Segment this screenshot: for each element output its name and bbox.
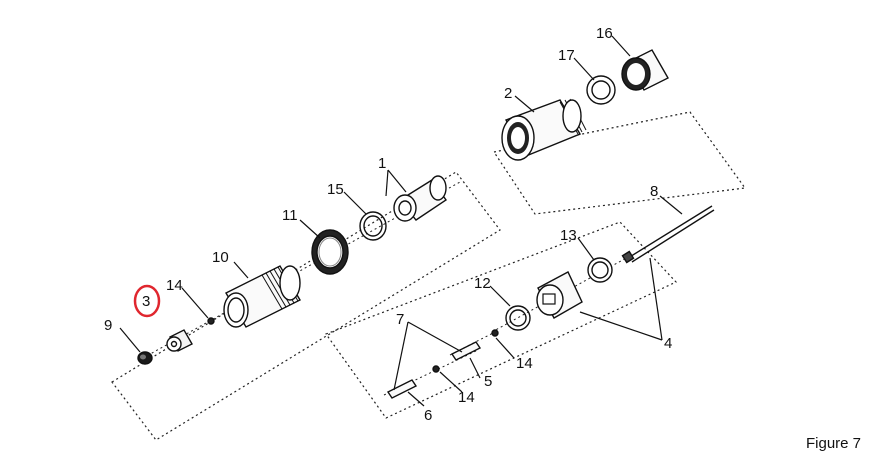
callout-14-left: 14 bbox=[166, 277, 183, 294]
callout-4: 4 bbox=[664, 335, 672, 352]
highlight-circle-3 bbox=[133, 284, 161, 318]
part-5-pin bbox=[450, 341, 482, 361]
group-outline-upper-right bbox=[493, 111, 747, 215]
callout-11: 11 bbox=[282, 207, 298, 224]
part-1-nozzle-body bbox=[393, 175, 447, 222]
part-16-cap bbox=[621, 49, 669, 91]
part-6-pin bbox=[386, 379, 418, 399]
callout-14-bottom: 14 bbox=[458, 389, 475, 406]
part-9-nut bbox=[137, 351, 153, 365]
callout-5: 5 bbox=[484, 373, 492, 390]
part-2-large-threaded-sleeve bbox=[501, 98, 587, 161]
callout-10: 10 bbox=[212, 249, 229, 266]
callout-6: 6 bbox=[424, 407, 432, 424]
callout-17: 17 bbox=[558, 47, 575, 64]
part-17-washer bbox=[586, 75, 616, 105]
callout-7: 7 bbox=[396, 311, 404, 328]
group-outline-upper-left bbox=[111, 171, 501, 441]
callout-13: 13 bbox=[560, 227, 577, 244]
assembly-axis-left bbox=[142, 181, 461, 359]
figure-caption: Figure 7 bbox=[806, 435, 861, 452]
callout-15: 15 bbox=[327, 181, 344, 198]
callout-12: 12 bbox=[474, 275, 491, 292]
callout-16: 16 bbox=[596, 25, 613, 42]
part-3-washer bbox=[166, 329, 193, 352]
callout-9: 9 bbox=[104, 317, 112, 334]
part-12-oring bbox=[505, 305, 531, 331]
callout-14-right: 14 bbox=[516, 355, 533, 372]
part-14-ball-a bbox=[207, 317, 215, 325]
part-8-rod bbox=[621, 205, 715, 264]
callout-3: 3 bbox=[142, 293, 150, 310]
callout-1: 1 bbox=[378, 155, 386, 172]
part-10-threaded-sleeve bbox=[223, 265, 301, 328]
part-4-housing bbox=[536, 271, 583, 319]
callout-2: 2 bbox=[504, 85, 512, 102]
group-outline-lower bbox=[325, 221, 678, 419]
part-15-oring bbox=[359, 211, 387, 241]
leader-lines bbox=[119, 35, 683, 407]
callout-8: 8 bbox=[650, 183, 658, 200]
part-14-ball-b bbox=[491, 329, 499, 337]
part-11-knurled-ring bbox=[311, 229, 349, 275]
part-13-washer bbox=[587, 257, 613, 283]
part-14-ball-c bbox=[432, 365, 440, 373]
